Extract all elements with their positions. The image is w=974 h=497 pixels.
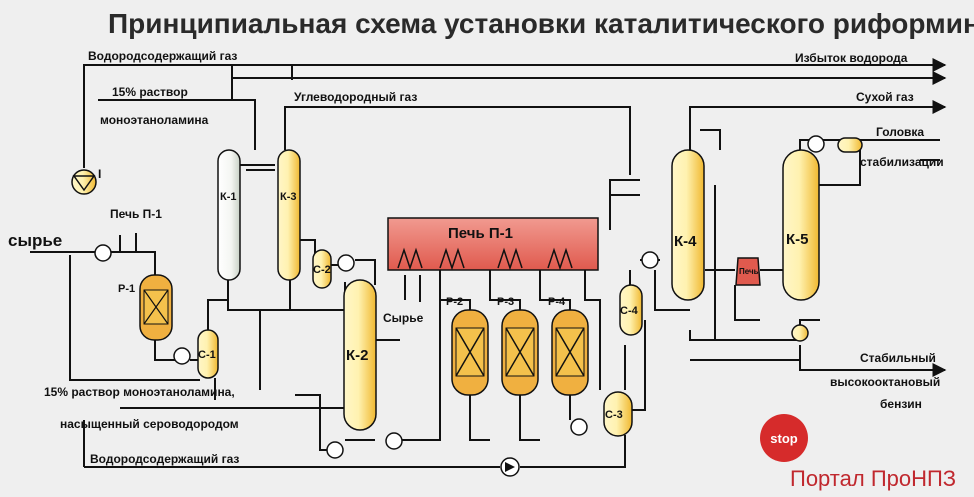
- reactor-r4: [551, 309, 589, 396]
- pump-k5-icon: [791, 324, 809, 342]
- stop-badge-text: stop: [770, 431, 798, 446]
- label-r1: Р-1: [118, 283, 135, 295]
- reactor-r3: [501, 309, 539, 396]
- label-k3: К-3: [280, 191, 297, 203]
- label-stab-head-line2: стабилизации: [860, 155, 944, 169]
- column-k5: [782, 149, 820, 301]
- label-k2: К-2: [346, 347, 369, 364]
- label-dry-gas: Сухой газ: [856, 90, 914, 104]
- column-k4: [671, 149, 705, 301]
- label-hydrogen-gas-bottom: Водородсодержащий газ: [90, 452, 239, 466]
- column-k3: [277, 149, 301, 281]
- label-feed: сырье: [8, 231, 62, 250]
- label-furnace-k5: Печь: [739, 267, 759, 276]
- stop-badge-circle: [760, 414, 808, 462]
- label-k1: К-1: [220, 191, 237, 203]
- label-c4: С-4: [620, 305, 639, 317]
- label-r2: Р-2: [446, 296, 463, 308]
- label-r3: Р-3: [497, 296, 514, 308]
- label-stable-gasoline-line1: Стабильный: [860, 351, 936, 365]
- label-furnace-small: Печь П-1: [110, 207, 162, 221]
- column-k2: [343, 279, 377, 431]
- label-excess-hydrogen: Избыток водорода: [795, 51, 908, 65]
- portal-brand-link[interactable]: Портал ПроНПЗ: [790, 466, 956, 491]
- separator-c2: [312, 249, 332, 289]
- column-k1: [217, 149, 241, 281]
- stop-badge[interactable]: stop: [760, 414, 808, 462]
- label-mea-15-line2: моноэтаноламина: [100, 113, 209, 127]
- label-hydrocarbon-gas: Углеводородный газ: [294, 90, 417, 104]
- label-mea-saturated-line1: 15% раствор моноэтаноламина,: [44, 385, 235, 399]
- heat-exchanger-icon: [94, 135, 825, 459]
- label-c2: С-2: [313, 264, 331, 276]
- label-k4: К-4: [674, 233, 697, 250]
- separator-c3: [603, 391, 633, 437]
- furnace-p1: [387, 217, 599, 271]
- diagram-title: Принципиальная схема установки каталитич…: [108, 8, 974, 39]
- label-stable-gasoline-line3: бензин: [880, 397, 922, 411]
- label-stab-head-line1: Головка: [876, 125, 924, 139]
- label-r4: Р-4: [548, 296, 566, 308]
- label-hydrogen-gas-top: Водородсодержащий газ: [88, 49, 237, 63]
- pump-bottom-icon: [500, 457, 520, 477]
- piping: [30, 58, 947, 468]
- label-mea-15-line1: 15% раствор: [112, 85, 188, 99]
- pump-i-icon: [71, 169, 97, 195]
- separator-c1: [197, 329, 219, 379]
- separator-c4: [619, 284, 643, 336]
- label-c3: С-3: [605, 409, 623, 421]
- feed-small-label: Сырье: [383, 311, 424, 325]
- label-stable-gasoline-line2: высокооктановый: [830, 375, 940, 389]
- label-mea-saturated-line2: насыщенный сероводородом: [60, 417, 239, 431]
- label-k5: К-5: [786, 231, 809, 248]
- label-furnace-big: Печь П-1: [448, 225, 513, 242]
- reactor-r1: [139, 274, 173, 341]
- furnace-k5: [735, 257, 761, 286]
- label-c1: С-1: [198, 349, 216, 361]
- reactor-r2: [451, 309, 489, 396]
- reflux-drum: [837, 137, 863, 153]
- pump-mark: I: [98, 167, 101, 181]
